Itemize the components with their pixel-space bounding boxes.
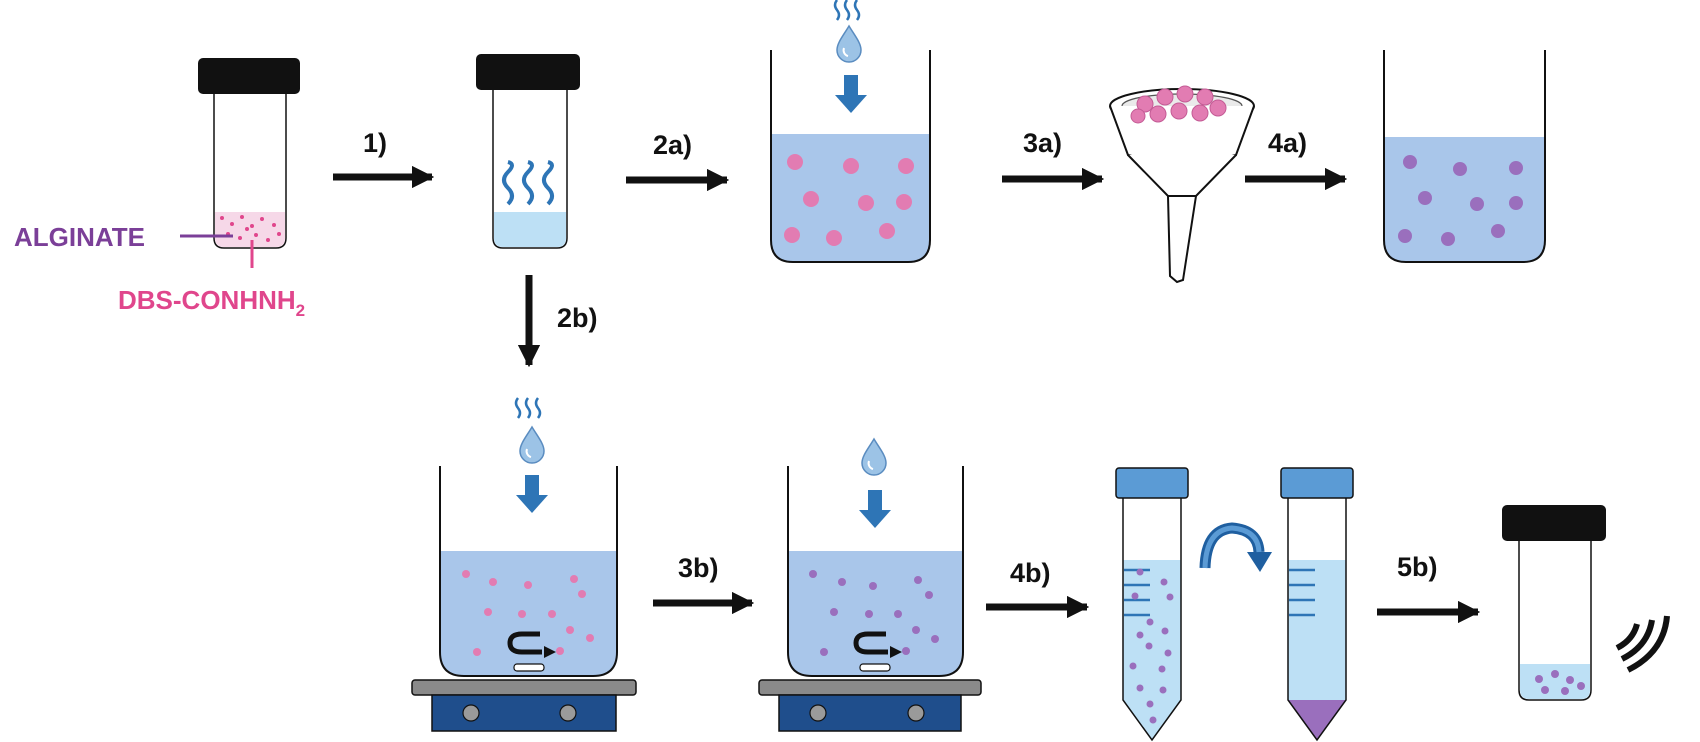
graduation-marks [1124, 568, 1150, 617]
filtered-beads [1130, 85, 1227, 124]
final-vial [1502, 505, 1606, 701]
stir-bar-icon [513, 663, 545, 672]
vial-cap [476, 54, 580, 90]
small-purple-beads [809, 570, 939, 656]
graduation-marks [1289, 568, 1315, 617]
vial-cap [198, 58, 300, 94]
water-drop-icon [861, 438, 887, 476]
step-1-label: 1) [363, 128, 387, 158]
beaker-4a [1383, 50, 1546, 263]
centrifuge-tube-1 [1115, 467, 1189, 742]
heat-waves-icon [502, 160, 554, 206]
centrifuge-tube-2 [1280, 467, 1354, 742]
pellet [1288, 700, 1346, 740]
down-arrow-icon [516, 475, 548, 513]
small-gel-beads [462, 570, 594, 656]
liquid [440, 551, 617, 676]
purple-beads [1398, 155, 1523, 246]
step-2a-label: 2a) [653, 130, 692, 160]
stir-rotation-icon [507, 631, 542, 655]
start-vial: ALGINATE DBS-CONHNH2 [14, 58, 305, 320]
suspended-beads [1129, 568, 1174, 724]
tube-cap [1115, 467, 1189, 499]
filter-funnel [1109, 85, 1255, 284]
step-3a-label: 3a) [1023, 128, 1062, 158]
vial-cap [1502, 505, 1606, 541]
stir-rotation-icon [853, 631, 888, 655]
gel-beaker-2a [770, 0, 931, 263]
hotplate-stirrer [758, 679, 982, 732]
tube-cap [1280, 467, 1354, 499]
dbs-label: DBS-CONHNH2 [118, 285, 305, 320]
stirred-beaker-2b [411, 396, 637, 732]
heat-waves-icon [833, 0, 861, 22]
liquid [788, 551, 963, 676]
powder-mixture [215, 212, 285, 247]
gel-beads [784, 154, 914, 246]
heat-waves-icon [514, 396, 542, 420]
final-beads [1535, 670, 1585, 695]
step-3b-label: 3b) [678, 553, 719, 583]
stir-bar-icon [859, 663, 891, 672]
step-5b-label: 5b) [1397, 552, 1438, 582]
flip-arrow-icon [1199, 522, 1272, 572]
stirred-beaker-3b [758, 438, 982, 732]
alginate-label: ALGINATE [14, 222, 145, 252]
step-2b-label: 2b) [557, 303, 598, 333]
step-4b-label: 4b) [1010, 558, 1051, 588]
water-drop-icon [836, 25, 862, 63]
water-drop-icon [519, 426, 545, 464]
down-arrow-icon [859, 490, 891, 528]
ultrasound-icon [1615, 615, 1670, 673]
solution [494, 212, 566, 247]
step-4a-label: 4a) [1268, 128, 1307, 158]
heated-vial [476, 54, 580, 249]
hotplate-stirrer [411, 679, 637, 732]
down-arrow-icon [835, 75, 867, 113]
